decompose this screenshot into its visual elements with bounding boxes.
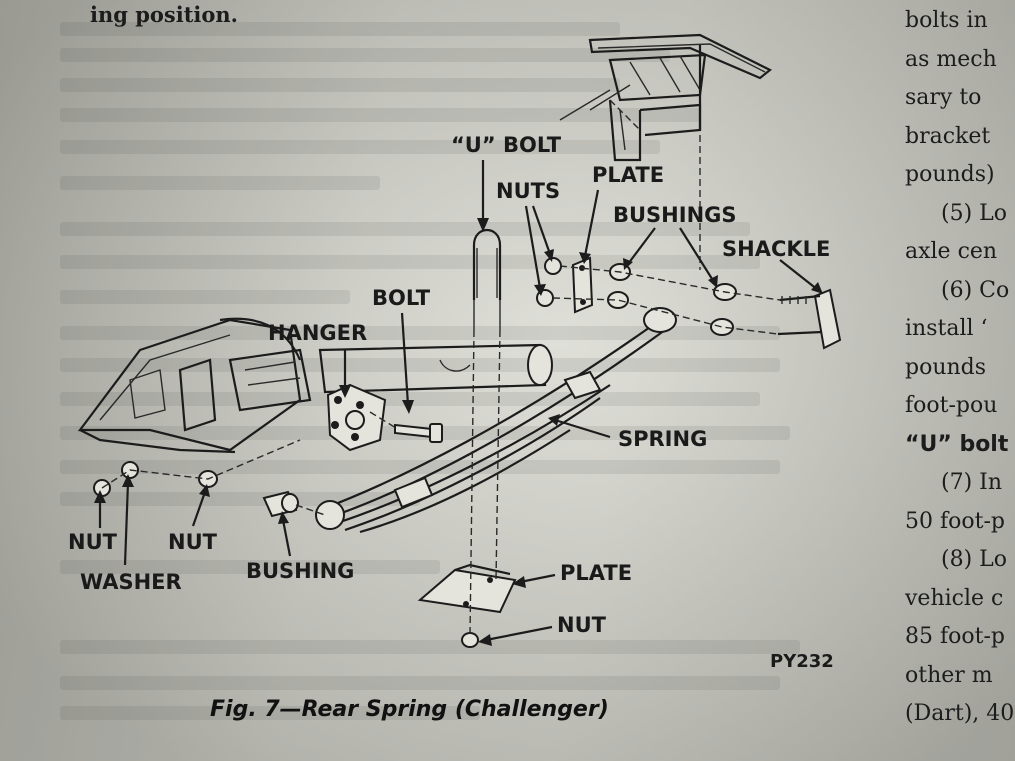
nut-bottom (461, 632, 479, 648)
right-column-line: as mech (905, 46, 997, 72)
right-column-line: (7) In (941, 470, 1003, 495)
label-spring: SPRING (618, 427, 707, 451)
label-nut-mid: NUT (168, 530, 218, 554)
hanger (326, 383, 387, 452)
right-column-line: (Dart), 40 (905, 701, 1015, 726)
right-column-line: pounds (905, 354, 987, 380)
right-column-line: pounds) (905, 162, 995, 187)
label-plate-top: PLATE (592, 163, 664, 187)
plate-top (571, 256, 594, 314)
right-column-line: (6) Co (941, 277, 1010, 303)
right-column-line: “U” bolt (905, 431, 1009, 457)
bushing-lower (262, 490, 299, 518)
label-plate-bottom: PLATE (560, 561, 632, 585)
label-u-bolt: “U” BOLT (451, 133, 562, 157)
nut-washer-lower (93, 461, 218, 497)
plate-bottom (417, 563, 517, 614)
right-column-line: bracket (905, 123, 991, 149)
label-bushings: BUSHINGS (613, 203, 737, 227)
shackle (777, 288, 842, 350)
label-hanger: HANGER (268, 321, 367, 345)
label-shackle: SHACKLE (722, 237, 830, 261)
right-column-text: bolts in as mech sary to bracket pounds) (5) … (905, 2, 1015, 734)
frame-rail-top (559, 33, 773, 162)
right-column-line: 85 foot-p (905, 624, 1005, 649)
frame-rail-left (77, 317, 312, 454)
top-text: ing position. (90, 2, 238, 27)
right-column-line: axle cen (905, 239, 998, 264)
label-nut-left: NUT (68, 530, 118, 554)
right-column-line: (8) Lo (941, 547, 1008, 572)
figure-caption: Fig. 7—Rear Spring (Challenger) (210, 697, 609, 722)
label-nut-bottom: NUT (557, 613, 607, 637)
u-bolt (472, 229, 502, 330)
axle-housing (318, 343, 553, 394)
right-column-line: install ‘ (905, 316, 988, 341)
figure-code: PY232 (770, 651, 834, 672)
hanger-bolt (394, 423, 443, 443)
bushings-top (607, 263, 737, 336)
label-nuts: NUTS (496, 179, 560, 203)
leaf-spring (315, 307, 677, 534)
right-column-line: foot-pou (905, 393, 998, 418)
label-washer: WASHER (80, 570, 182, 594)
right-column-line: bolts in (905, 8, 988, 33)
label-bolt: BOLT (372, 286, 431, 310)
right-column-line: sary to (905, 85, 982, 110)
assembly-lines (101, 99, 781, 636)
label-bushing: BUSHING (246, 559, 354, 583)
right-column-line: (5) Lo (941, 200, 1008, 226)
leader-arrows (94, 160, 823, 646)
right-column-line: 50 foot-p (905, 508, 1005, 534)
right-column-line: vehicle c (905, 585, 1004, 611)
right-column-line: other m (905, 662, 993, 688)
